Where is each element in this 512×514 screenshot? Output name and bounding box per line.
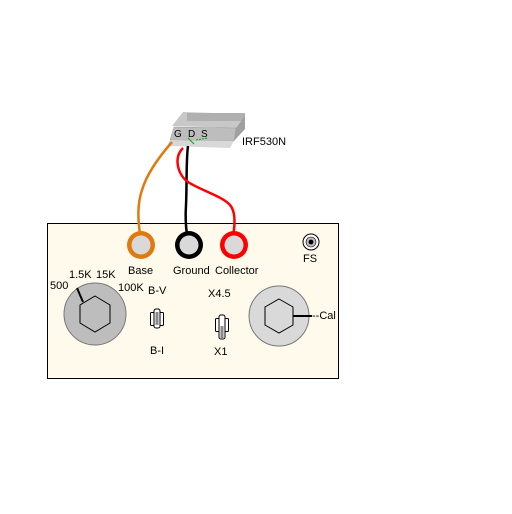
switch-x45-label: X4.5 [208, 288, 231, 300]
cal-knob[interactable] [248, 285, 312, 347]
transistor-package[interactable] [168, 112, 245, 148]
switch-bi-label: B-I [150, 345, 165, 357]
base-jack-label: Base [128, 265, 154, 277]
cal-knob-label: --Cal [312, 310, 336, 322]
pin-label-source: S [201, 129, 208, 140]
fs-jack-label: FS [303, 253, 318, 265]
ground-jack[interactable] [175, 231, 203, 259]
x-range-toggle-switch[interactable] [215, 314, 229, 340]
pin-label-gate: G [174, 129, 182, 140]
range-label-100k: 100K [118, 282, 144, 294]
pin-label-drain: D [188, 129, 196, 140]
switch-bv-label: B-V [148, 285, 167, 297]
base-jack[interactable] [127, 231, 155, 259]
range-label-15k: 15K [96, 269, 116, 281]
transistor-part-number: IRF530N [242, 136, 287, 148]
range-label-500: 500 [50, 280, 69, 292]
source-lead-red [176, 147, 236, 237]
collector-jack-label: Collector [215, 265, 259, 277]
drain-lead-black [184, 145, 190, 236]
ground-jack-label: Ground [173, 265, 210, 277]
collector-jack[interactable] [220, 231, 248, 259]
fs-jack[interactable] [302, 233, 320, 251]
range-knob[interactable] [63, 282, 127, 346]
bv-bi-toggle-switch[interactable] [150, 308, 164, 329]
switch-x1-label: X1 [214, 346, 228, 358]
range-label-1-5k: 1.5K [69, 269, 92, 281]
gate-lead-orange [137, 141, 173, 235]
range-knob-pointer [76, 287, 84, 303]
